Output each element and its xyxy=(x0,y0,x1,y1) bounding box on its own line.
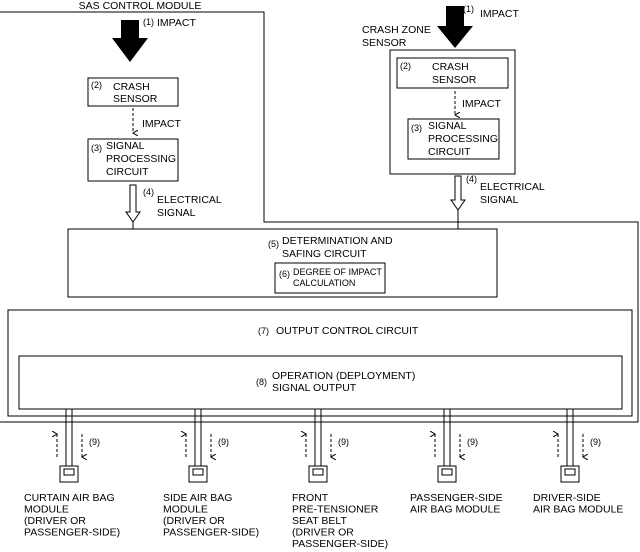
electrical-arrow-right xyxy=(450,175,466,211)
impact-arrow-left xyxy=(112,20,148,62)
num-4-left: (4) xyxy=(143,187,154,197)
output-label-1-line2: MODULE xyxy=(24,504,69,516)
device-box-2 xyxy=(188,465,208,483)
device-box-5 xyxy=(560,465,580,483)
signal-processing-line3-right: CIRCUIT xyxy=(428,146,471,158)
output-label-2-line3: (DRIVER OR xyxy=(163,515,225,527)
output-label-2-line4: PASSENGER-SIDE) xyxy=(163,527,259,539)
signal-processing-box-right xyxy=(407,118,500,160)
output-label-5-line1: DRIVER-SIDE xyxy=(533,492,601,504)
device-connector-5 xyxy=(564,468,576,476)
output-label-3-line3: SEAT BELT xyxy=(292,515,347,527)
num-2-left: (2) xyxy=(91,80,102,90)
output-label-2-line2: MODULE xyxy=(163,504,208,516)
crash-sensor-line2-right: SENSOR xyxy=(432,74,477,86)
crash-sensor-box-left xyxy=(87,77,179,107)
output-label-4-line2: AIR BAG MODULE xyxy=(410,504,500,516)
signal-processing-line2-left: PROCESSING xyxy=(106,153,176,165)
degree-impact-line2: CALCULATION xyxy=(293,278,355,288)
output-label-1-line3: (DRIVER OR xyxy=(24,515,86,527)
crash-sensor-line1-left: CRASH xyxy=(113,81,150,93)
output-label-1-line4: PASSENGER-SIDE) xyxy=(24,527,120,539)
output-label-3-line5: PASSENGER-SIDE) xyxy=(292,538,388,550)
num-9-4: (9) xyxy=(467,437,478,447)
num-1-left: (1) xyxy=(143,17,154,27)
num-3-right: (3) xyxy=(411,123,422,133)
electrical-line1-right: ELECTRICAL xyxy=(480,181,545,193)
output-label-3-line1: FRONT xyxy=(292,492,329,504)
crash-zone-line2: SENSOR xyxy=(362,37,407,49)
output-label-3-line4: (DRIVER OR xyxy=(292,527,354,539)
device-connector-2 xyxy=(192,468,204,476)
impact-small-label-right: IMPACT xyxy=(462,98,501,110)
output-label-3-line2: PRE-TENSIONER xyxy=(292,504,379,516)
impact-arrow-right xyxy=(437,6,473,48)
signal-processing-line1-left: SIGNAL xyxy=(106,140,145,152)
signal-processing-box-left xyxy=(87,138,179,182)
num-6: (6) xyxy=(279,269,290,279)
module-title: SAS CONTROL MODULE xyxy=(79,0,202,12)
num-5: (5) xyxy=(268,239,279,249)
signal-processing-line1-right: SIGNAL xyxy=(428,120,467,132)
output-label-1-line1: CURTAIN AIR BAG xyxy=(24,492,115,504)
electrical-arrow-left xyxy=(125,184,141,223)
device-connector-1 xyxy=(63,468,75,476)
num-3-left: (3) xyxy=(91,143,102,153)
signal-processing-line2-right: PROCESSING xyxy=(428,133,498,145)
crash-zone-sensor-outline xyxy=(389,49,516,175)
crash-zone-line1: CRASH ZONE xyxy=(362,24,431,36)
output-control-label: OUTPUT CONTROL CIRCUIT xyxy=(276,325,419,337)
num-1-right: (1) xyxy=(463,4,474,14)
electrical-line2-right: SIGNAL xyxy=(480,194,519,206)
crash-sensor-line1-right: CRASH xyxy=(432,61,469,73)
electrical-line2-left: SIGNAL xyxy=(157,207,196,219)
num-9-2: (9) xyxy=(218,437,229,447)
device-box-4 xyxy=(437,465,457,483)
device-connector-4 xyxy=(441,468,453,476)
sas-module-outline xyxy=(0,11,639,423)
output-label-2-line1: SIDE AIR BAG xyxy=(163,492,232,504)
output-control-box xyxy=(7,309,633,417)
degree-impact-line1: DEGREE OF IMPACT xyxy=(293,267,382,277)
num-9-1: (9) xyxy=(89,437,100,447)
operation-signal-line1: OPERATION (DEPLOYMENT) xyxy=(272,370,415,382)
operation-signal-line2: SIGNAL OUTPUT xyxy=(272,382,357,394)
crash-sensor-line2-left: SENSOR xyxy=(113,93,158,105)
num-4-right: (4) xyxy=(466,174,477,184)
determination-line2: SAFING CIRCUIT xyxy=(282,248,367,260)
device-box-1 xyxy=(59,465,79,483)
degree-impact-box xyxy=(274,262,386,294)
signal-processing-line3-left: CIRCUIT xyxy=(106,166,149,178)
num-2-right: (2) xyxy=(400,61,411,71)
crash-sensor-box-right xyxy=(396,57,509,89)
device-connector-3 xyxy=(312,468,324,476)
impact-small-label-left: IMPACT xyxy=(142,118,181,130)
device-box-3 xyxy=(308,465,328,483)
electrical-line1-left: ELECTRICAL xyxy=(157,194,222,206)
determination-box xyxy=(67,228,498,298)
output-label-4-line1: PASSENGER-SIDE xyxy=(410,492,503,504)
determination-line1: DETERMINATION AND xyxy=(282,235,393,247)
impact-label-left: IMPACT xyxy=(157,17,196,29)
num-8: (8) xyxy=(256,377,267,387)
num-9-5: (9) xyxy=(590,437,601,447)
num-9-3: (9) xyxy=(338,437,349,447)
output-label-5-line2: AIR BAG MODULE xyxy=(533,504,623,516)
num-7: (7) xyxy=(258,326,269,336)
impact-label-right: IMPACT xyxy=(480,8,519,20)
